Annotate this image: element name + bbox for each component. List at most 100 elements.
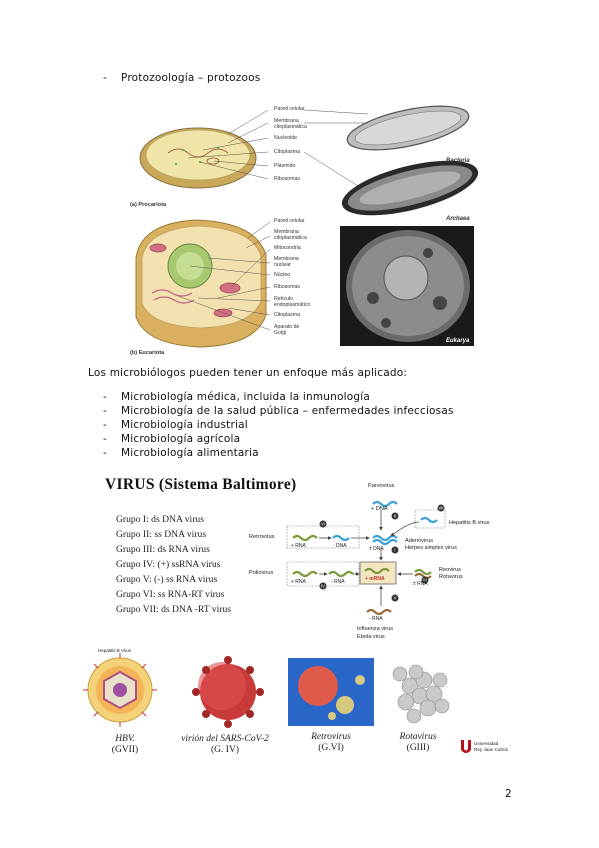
list-item: - Microbiología alimentaria bbox=[103, 447, 259, 459]
label-citoplasma: Citoplasma bbox=[274, 149, 300, 155]
group-numeral: V bbox=[394, 596, 397, 601]
label-herpes: Herpes simplex virus bbox=[405, 545, 457, 551]
label-hepatitis-b: Hepatitis B virus bbox=[449, 520, 490, 526]
pathway-arrows bbox=[286, 509, 446, 606]
caption-hbv: HBV. (GVII) bbox=[100, 734, 150, 756]
intro-text: Los microbiólogos pueden tener un enfoqu… bbox=[88, 367, 408, 379]
list-item-text: Microbiología agrícola bbox=[121, 433, 241, 445]
label-membrana: Membrana citoplasmática bbox=[274, 118, 307, 130]
list-item: - Microbiología agrícola bbox=[103, 433, 240, 445]
label-plasmido: Plásmido bbox=[274, 163, 296, 169]
group-numeral: VII bbox=[438, 506, 443, 511]
virus-images: Hepatitis B Virus bbox=[80, 648, 500, 730]
label-euk-pared: Pared celular bbox=[274, 218, 305, 224]
list-item-text: Microbiología médica, incluida la inmuno… bbox=[121, 391, 370, 403]
caption-rotavirus: Rotavirus (GIII) bbox=[388, 732, 448, 754]
group-item: Grupo I: ds DNA virus bbox=[116, 514, 204, 525]
caption-procariota: (a) Procariota bbox=[130, 202, 167, 208]
label-influenza: Influenza virus bbox=[357, 626, 394, 632]
caption-name: HBV. bbox=[115, 734, 135, 744]
hbv-diagram bbox=[83, 653, 157, 727]
virus-image-svg bbox=[83, 653, 450, 728]
caption-group: (GVII) bbox=[111, 745, 139, 755]
group-numeral: III bbox=[423, 578, 427, 583]
bullet-dash: - bbox=[103, 405, 107, 417]
label-minus-rna-2: - RNA bbox=[369, 616, 383, 622]
retrovirus-micrograph bbox=[288, 658, 374, 726]
caption-retrovirus: Retrovirus (G.VI) bbox=[296, 732, 366, 754]
rotavirus-cluster bbox=[392, 664, 450, 724]
group-numeral: IV bbox=[321, 584, 325, 589]
label-eukarya: Eukarya bbox=[446, 338, 470, 344]
bullet-text: Protozoología – protozoos bbox=[121, 72, 261, 84]
label-reticulo: Retículo endoplasmático bbox=[274, 296, 311, 308]
top-bullet: - Protozoología – protozoos bbox=[103, 72, 260, 84]
page-number: 2 bbox=[505, 788, 512, 800]
caption-name: Rotavirus bbox=[399, 732, 437, 742]
label-minus-rna: - RNA bbox=[331, 579, 345, 585]
label-adenovirus: Adenovirus bbox=[405, 538, 433, 544]
nucleic-acid-ribbons bbox=[292, 500, 438, 616]
urjc-emblem-icon bbox=[461, 740, 471, 753]
list-item-text: Microbiología de la salud pública – enfe… bbox=[121, 405, 454, 417]
label-archaea: Archaea bbox=[446, 216, 470, 222]
list-item-text: Microbiología industrial bbox=[121, 419, 248, 431]
group-numeral: II bbox=[394, 514, 396, 519]
bullet-dash: - bbox=[103, 447, 107, 459]
caption-eucariota: (b) Eucariota bbox=[130, 350, 165, 356]
group-item: Grupo V: (-) ss RNA virus bbox=[116, 574, 218, 585]
caption-group: (G.VI) bbox=[318, 743, 344, 753]
label-plus-rna: + RNA bbox=[291, 543, 306, 549]
label-mrna: + mRNA bbox=[365, 576, 385, 582]
hbv-label: Hepatitis B Virus bbox=[98, 648, 132, 653]
bullet-dash: - bbox=[103, 433, 107, 445]
caption-group: (GIII) bbox=[406, 743, 430, 753]
eukarya-micrograph bbox=[340, 226, 474, 346]
bullet-dash: - bbox=[103, 419, 107, 431]
list-item: -Microbiología médica, incluida la inmun… bbox=[103, 391, 370, 403]
university-name-line1: Universidad bbox=[474, 741, 499, 746]
label-poliovirus: Poliovirus bbox=[249, 570, 274, 576]
group-item: Grupo VII: ds DNA -RT virus bbox=[116, 604, 231, 615]
label-euk-membrana: Membrana citoplasmática bbox=[274, 229, 307, 241]
caption-name: Retrovirus bbox=[311, 732, 351, 742]
label-mitocondria: Mitocondria bbox=[274, 245, 301, 251]
caption-name: virión del SARS-CoV-2 bbox=[181, 734, 269, 744]
baltimore-groups: Grupo I: ds DNA virus Grupo II: ss DNA v… bbox=[116, 512, 231, 617]
archaea-micrograph bbox=[341, 160, 479, 216]
label-nucleoide: Nucleoide bbox=[274, 135, 298, 141]
list-item-text: Microbiología alimentaria bbox=[121, 447, 259, 459]
eukaryote-cell bbox=[135, 219, 267, 348]
label-ebola: Ebola virus bbox=[357, 634, 385, 640]
label-rotavirus: Rotavirus bbox=[439, 574, 463, 580]
label-membrana-nuclear: Membrana nuclear bbox=[274, 256, 299, 268]
label-bacteria: Bacteria bbox=[446, 158, 470, 164]
sars-cov2-virion bbox=[192, 656, 264, 728]
label-pm-rna: ± RNA bbox=[413, 581, 428, 587]
university-logo: Universidad Rey Juan Carlos bbox=[460, 738, 520, 760]
list-item: - Microbiología de la salud pública – enf… bbox=[103, 405, 454, 417]
label-plus-rna-2: + RNA bbox=[291, 579, 306, 585]
group-item: Grupo IV: (+) ssRNA virus bbox=[116, 559, 221, 570]
bullet-dash: - bbox=[103, 72, 107, 84]
label-euk-citoplasma: Citoplasma bbox=[274, 312, 300, 318]
group-item: Grupo VI: ss RNA-RT virus bbox=[116, 589, 225, 600]
label-parvovirus: Parvovirus bbox=[368, 483, 395, 489]
list-item: - Microbiología industrial bbox=[103, 419, 248, 431]
label-golgi: Aparato de Golgi bbox=[274, 324, 300, 336]
bacteria-micrograph bbox=[343, 104, 473, 152]
label-minus-dna: - DNA bbox=[333, 543, 347, 549]
caption-sars: virión del SARS-CoV-2 (G. IV) bbox=[170, 734, 280, 756]
label-euk-ribosomas: Ribosomas bbox=[274, 284, 300, 290]
cell-figure: Pared celular Membrana citoplasmática Nu… bbox=[128, 98, 492, 360]
label-pared-celular: Pared celular bbox=[274, 106, 305, 112]
label-reovirus: Reovirus bbox=[439, 567, 462, 573]
leader-lines bbox=[177, 109, 369, 331]
label-nucleo: Núcleo bbox=[274, 272, 291, 278]
cell-illustration bbox=[135, 104, 479, 348]
caption-group: (G. IV) bbox=[211, 745, 239, 755]
label-pm-dna: ± DNA bbox=[369, 546, 384, 552]
group-item: Grupo II: ss DNA virus bbox=[116, 529, 207, 540]
